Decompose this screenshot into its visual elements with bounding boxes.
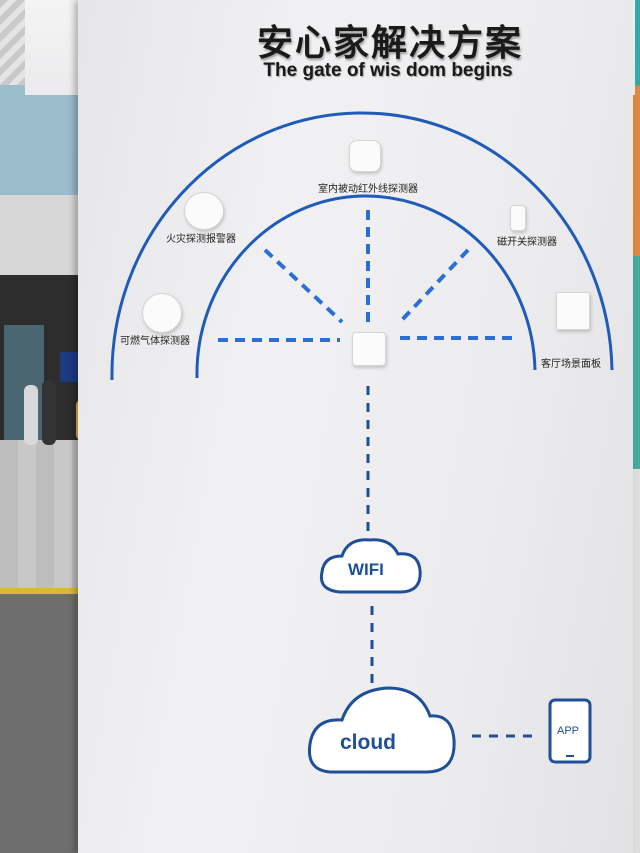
storefront-sign <box>60 352 82 382</box>
page-title: 安心家解决方案 <box>256 22 523 63</box>
dash-line-upper-right <box>398 248 470 324</box>
door-sensor <box>510 205 526 231</box>
pedestrian-1 <box>24 385 38 445</box>
label-gas-detector: 可燃气体探测器 <box>120 336 190 347</box>
fire-detector <box>184 192 224 230</box>
scene-panel <box>556 292 590 330</box>
curb <box>0 588 110 594</box>
label-door-sensor: 磁开关探测器 <box>497 237 557 248</box>
label-scene-panel: 客厅场景面板 <box>541 359 601 370</box>
page-subtitle: The gate of wis dom begins <box>263 60 513 81</box>
label-pir-sensor: 室内被动红外线探测器 <box>318 184 418 195</box>
background-right-strip <box>630 0 640 853</box>
cloud-label: cloud <box>340 731 396 754</box>
app-label: APP <box>557 725 580 737</box>
outer-arc <box>110 111 614 381</box>
label-fire-detector: 火灾探测报警器 <box>166 234 236 245</box>
gas-detector <box>142 293 182 333</box>
dash-line-upper-left <box>263 248 344 324</box>
inner-arc <box>195 194 537 379</box>
pedestrian-2 <box>42 380 56 445</box>
cloud-shape <box>307 686 456 774</box>
app-phone-shape <box>548 698 592 764</box>
gateway-hub <box>352 332 386 366</box>
wifi-label: WIFI <box>348 560 384 579</box>
pir-sensor <box>349 140 381 172</box>
wifi-cloud-shape <box>319 538 422 594</box>
